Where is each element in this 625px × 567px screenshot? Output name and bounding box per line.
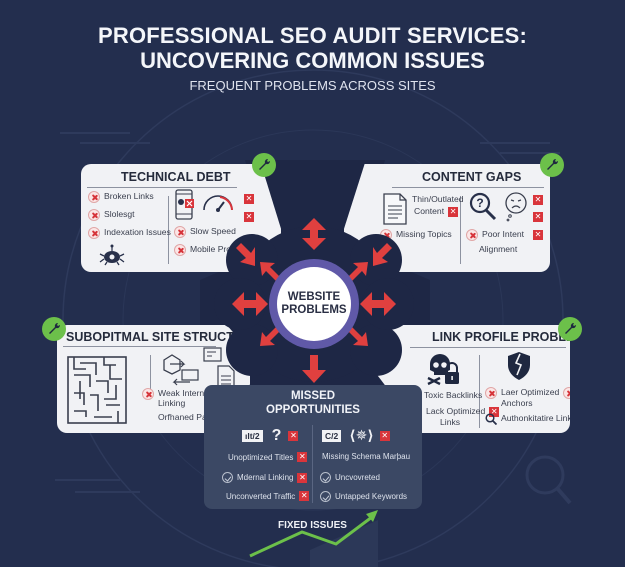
item-weak-internal-linking: Weak Internal: [142, 388, 211, 400]
website-problems-hub: WEBSITE PROBLEMS: [269, 259, 359, 349]
document-icon: [217, 365, 235, 389]
missed-right-icons: C/2 ⟨✵⟩ ✕: [322, 427, 390, 444]
x-circle-icon: [142, 388, 154, 400]
x-square-icon: ✕: [533, 230, 543, 240]
speedometer-icon: [203, 195, 233, 212]
divider: [392, 187, 544, 188]
x-circle-icon: [88, 227, 100, 239]
skull-lock-icon: [427, 354, 459, 386]
x-square-icon: ✕: [288, 431, 299, 441]
hub-label: WEBSITE PROBLEMS: [277, 267, 351, 341]
item-thin-content: Thin/Outlated: [412, 194, 464, 204]
missed-opportunities-panel: MISSED OPPORTUNITIES ılt/2 ? ✕ C/2 ⟨✵⟩ ✕…: [204, 385, 422, 509]
x-square-icon: ✕: [533, 195, 543, 205]
item-mdernal-linking: Mdernal Linking✕: [222, 472, 308, 483]
ratio-badge: ılt/2: [242, 430, 263, 442]
divider: [150, 355, 151, 391]
divider: [168, 196, 169, 264]
item-indexation-issues: Indexation Issues: [88, 227, 171, 239]
item-orphaned-pages: Orfhaned Pages: [158, 412, 221, 422]
x-square-icon: ✕: [489, 407, 500, 417]
x-circle-icon: [174, 244, 186, 256]
x-square-icon: ✕: [533, 212, 543, 222]
divider: [87, 187, 237, 188]
wrench-icon: [558, 317, 582, 341]
wrench-icon: [252, 153, 276, 177]
fixed-issues-label: FIXED ISSUES: [278, 520, 347, 531]
item-poor-intent: Poor Intent: [466, 229, 524, 241]
x-square-icon: ✕: [244, 212, 254, 222]
x-square-icon: ✕: [299, 491, 310, 501]
item-weak-internal-linking-line2: Linking: [158, 398, 186, 408]
maze-icon: [67, 356, 127, 424]
x-square-icon: ✕: [448, 207, 459, 217]
content-gaps-title: CONTENT GAPS: [422, 170, 522, 184]
x-circle-icon: [563, 387, 570, 399]
check-circle-icon: [222, 472, 233, 483]
x-circle-icon: [485, 387, 497, 399]
page-title-line1: PROFESSIONAL SEO AUDIT SERVICES:: [98, 23, 527, 48]
missed-left-icons: ılt/2 ? ✕: [242, 427, 299, 445]
item-thin-content-line2: Content✕: [414, 206, 459, 217]
code-icon: ⟨✵⟩: [349, 427, 374, 443]
divider: [63, 346, 216, 347]
item-laer-optimized-anchors-line2: Anchors: [501, 398, 533, 408]
item-slolesgt: Slolesgt: [88, 209, 135, 221]
divider: [460, 196, 461, 264]
link-profile-title: LINK PROFILE PROBLEMS: [432, 330, 594, 344]
divider: [410, 347, 566, 348]
x-square-icon: ✕: [244, 194, 254, 204]
item-untapped-keywords: Untapped Keywords: [320, 491, 407, 502]
svg-text:?: ?: [476, 196, 483, 210]
item-mobile-problems: Mobile Problems: [174, 244, 254, 256]
missed-title-line1: MISSED: [290, 390, 336, 402]
page-title-line2: UNCOVERING COMMON ISSUES: [140, 48, 485, 73]
wrench-icon: [540, 153, 564, 177]
divider: [479, 355, 480, 428]
site-structure-card: SUBOPITMAL SITE STRUCTURE Weak Internal …: [57, 325, 250, 433]
bug-icon: [99, 244, 125, 266]
item-unconverted-traffic: Unconverted Traffic✕: [226, 491, 310, 501]
x-square-icon: ✕: [379, 430, 390, 441]
item-missing-schema: Missing Schema Marþau: [322, 452, 411, 461]
check-circle-icon: [320, 472, 331, 483]
wrench-icon: [42, 317, 66, 341]
question-icon: ?: [271, 427, 282, 444]
broken-shield-icon: [508, 352, 530, 380]
technical-debt-title: TECHNICAL DEBT: [121, 170, 231, 184]
site-structure-title: SUBOPITMAL SITE STRUCTURE: [66, 330, 261, 344]
document-icon: [383, 193, 407, 225]
item-broken-links: Broken Links: [88, 191, 154, 203]
x-circle-icon: [466, 229, 478, 241]
search-icon: [485, 413, 497, 425]
x-circle-icon: [174, 226, 186, 238]
x-square-icon: ✕: [297, 472, 308, 483]
item-unoptimized-titles: Unoptimized Titles✕: [228, 452, 308, 462]
item-toxic-backlinks: Toxic Backlinks: [424, 390, 483, 400]
sad-face-icon: [505, 192, 527, 222]
divider: [312, 425, 313, 503]
item-poor-intent-line2: Alignment: [479, 244, 518, 254]
item-authoritative-links: Authonkitatire Links: [485, 413, 570, 425]
check-circle-icon: [320, 491, 331, 502]
magnifier-question-icon: ?: [469, 192, 497, 221]
page-subtitle: FREQUENT PROBLEMS ACROSS SITES: [189, 78, 436, 93]
item-laer-optimized-anchors: Laer Optimized: [485, 387, 570, 399]
item-uncvovreted: Uncvovreted: [320, 472, 380, 483]
missed-title-line2: OPPORTUNITIES: [266, 404, 360, 416]
item-lack-optimized-links-line2: Links: [440, 417, 461, 427]
x-circle-icon: [88, 191, 100, 203]
mobile-phone-icon: [175, 189, 194, 220]
flow-icon: [163, 354, 199, 386]
x-circle-icon: [88, 209, 100, 221]
x-square-icon: ✕: [297, 452, 308, 462]
ratio-badge: C/2: [322, 429, 342, 442]
page-icon: [203, 347, 222, 362]
item-slow-speed: Slow Speed: [174, 226, 236, 238]
